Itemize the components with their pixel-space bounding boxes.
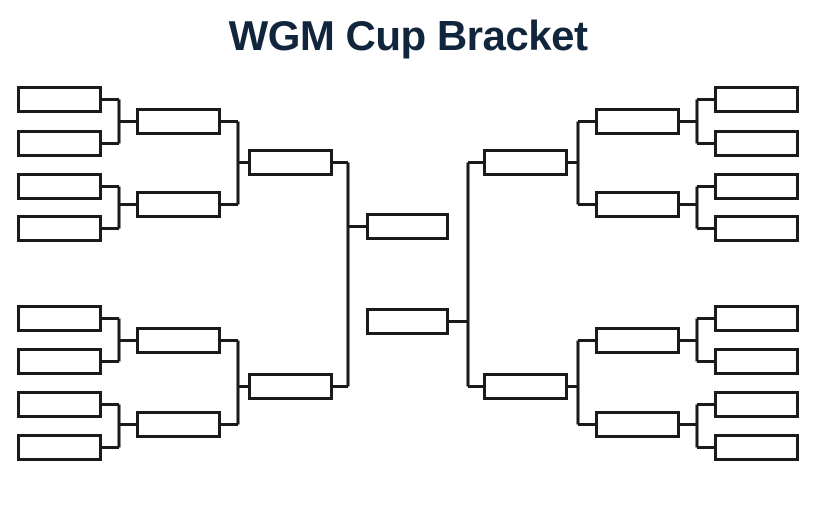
bracket-slot-right-round1-1[interactable] (714, 86, 799, 113)
bracket-slot-left-round1-2[interactable] (17, 130, 102, 157)
bracket-slot-left-round1-1[interactable] (17, 86, 102, 113)
bracket-slot-right-round2-3[interactable] (595, 327, 680, 354)
bracket-slot-right-round1-3[interactable] (714, 173, 799, 200)
bracket-slot-left-round1-4[interactable] (17, 215, 102, 242)
bracket-slot-right-round1-6[interactable] (714, 348, 799, 375)
bracket-slot-left-round2-1[interactable] (136, 108, 221, 135)
bracket-slot-right-round1-5[interactable] (714, 305, 799, 332)
bracket-slot-left-round1-8[interactable] (17, 434, 102, 461)
bracket-slot-left-round4-1[interactable] (366, 213, 449, 240)
bracket-slot-left-round3-2[interactable] (248, 373, 333, 400)
page-title: WGM Cup Bracket (228, 12, 588, 59)
bracket-slot-left-round2-3[interactable] (136, 327, 221, 354)
bracket-slot-left-round2-2[interactable] (136, 191, 221, 218)
bracket-slot-right-round1-2[interactable] (714, 130, 799, 157)
bracket-slot-right-round4-1[interactable] (366, 308, 449, 335)
bracket-slot-right-round3-2[interactable] (483, 373, 568, 400)
bracket-slot-left-round2-4[interactable] (136, 411, 221, 438)
bracket-slot-right-round2-4[interactable] (595, 411, 680, 438)
bracket-slot-right-round2-1[interactable] (595, 108, 680, 135)
bracket-slot-right-round1-7[interactable] (714, 391, 799, 418)
bracket-slot-left-round1-7[interactable] (17, 391, 102, 418)
bracket-slot-left-round1-3[interactable] (17, 173, 102, 200)
bracket-slot-right-round1-4[interactable] (714, 215, 799, 242)
bracket-slot-left-round3-1[interactable] (248, 149, 333, 176)
bracket-slot-left-round1-6[interactable] (17, 348, 102, 375)
bracket-slot-right-round3-1[interactable] (483, 149, 568, 176)
bracket-slot-right-round2-2[interactable] (595, 191, 680, 218)
bracket-slot-right-round1-8[interactable] (714, 434, 799, 461)
bracket-slot-left-round1-5[interactable] (17, 305, 102, 332)
